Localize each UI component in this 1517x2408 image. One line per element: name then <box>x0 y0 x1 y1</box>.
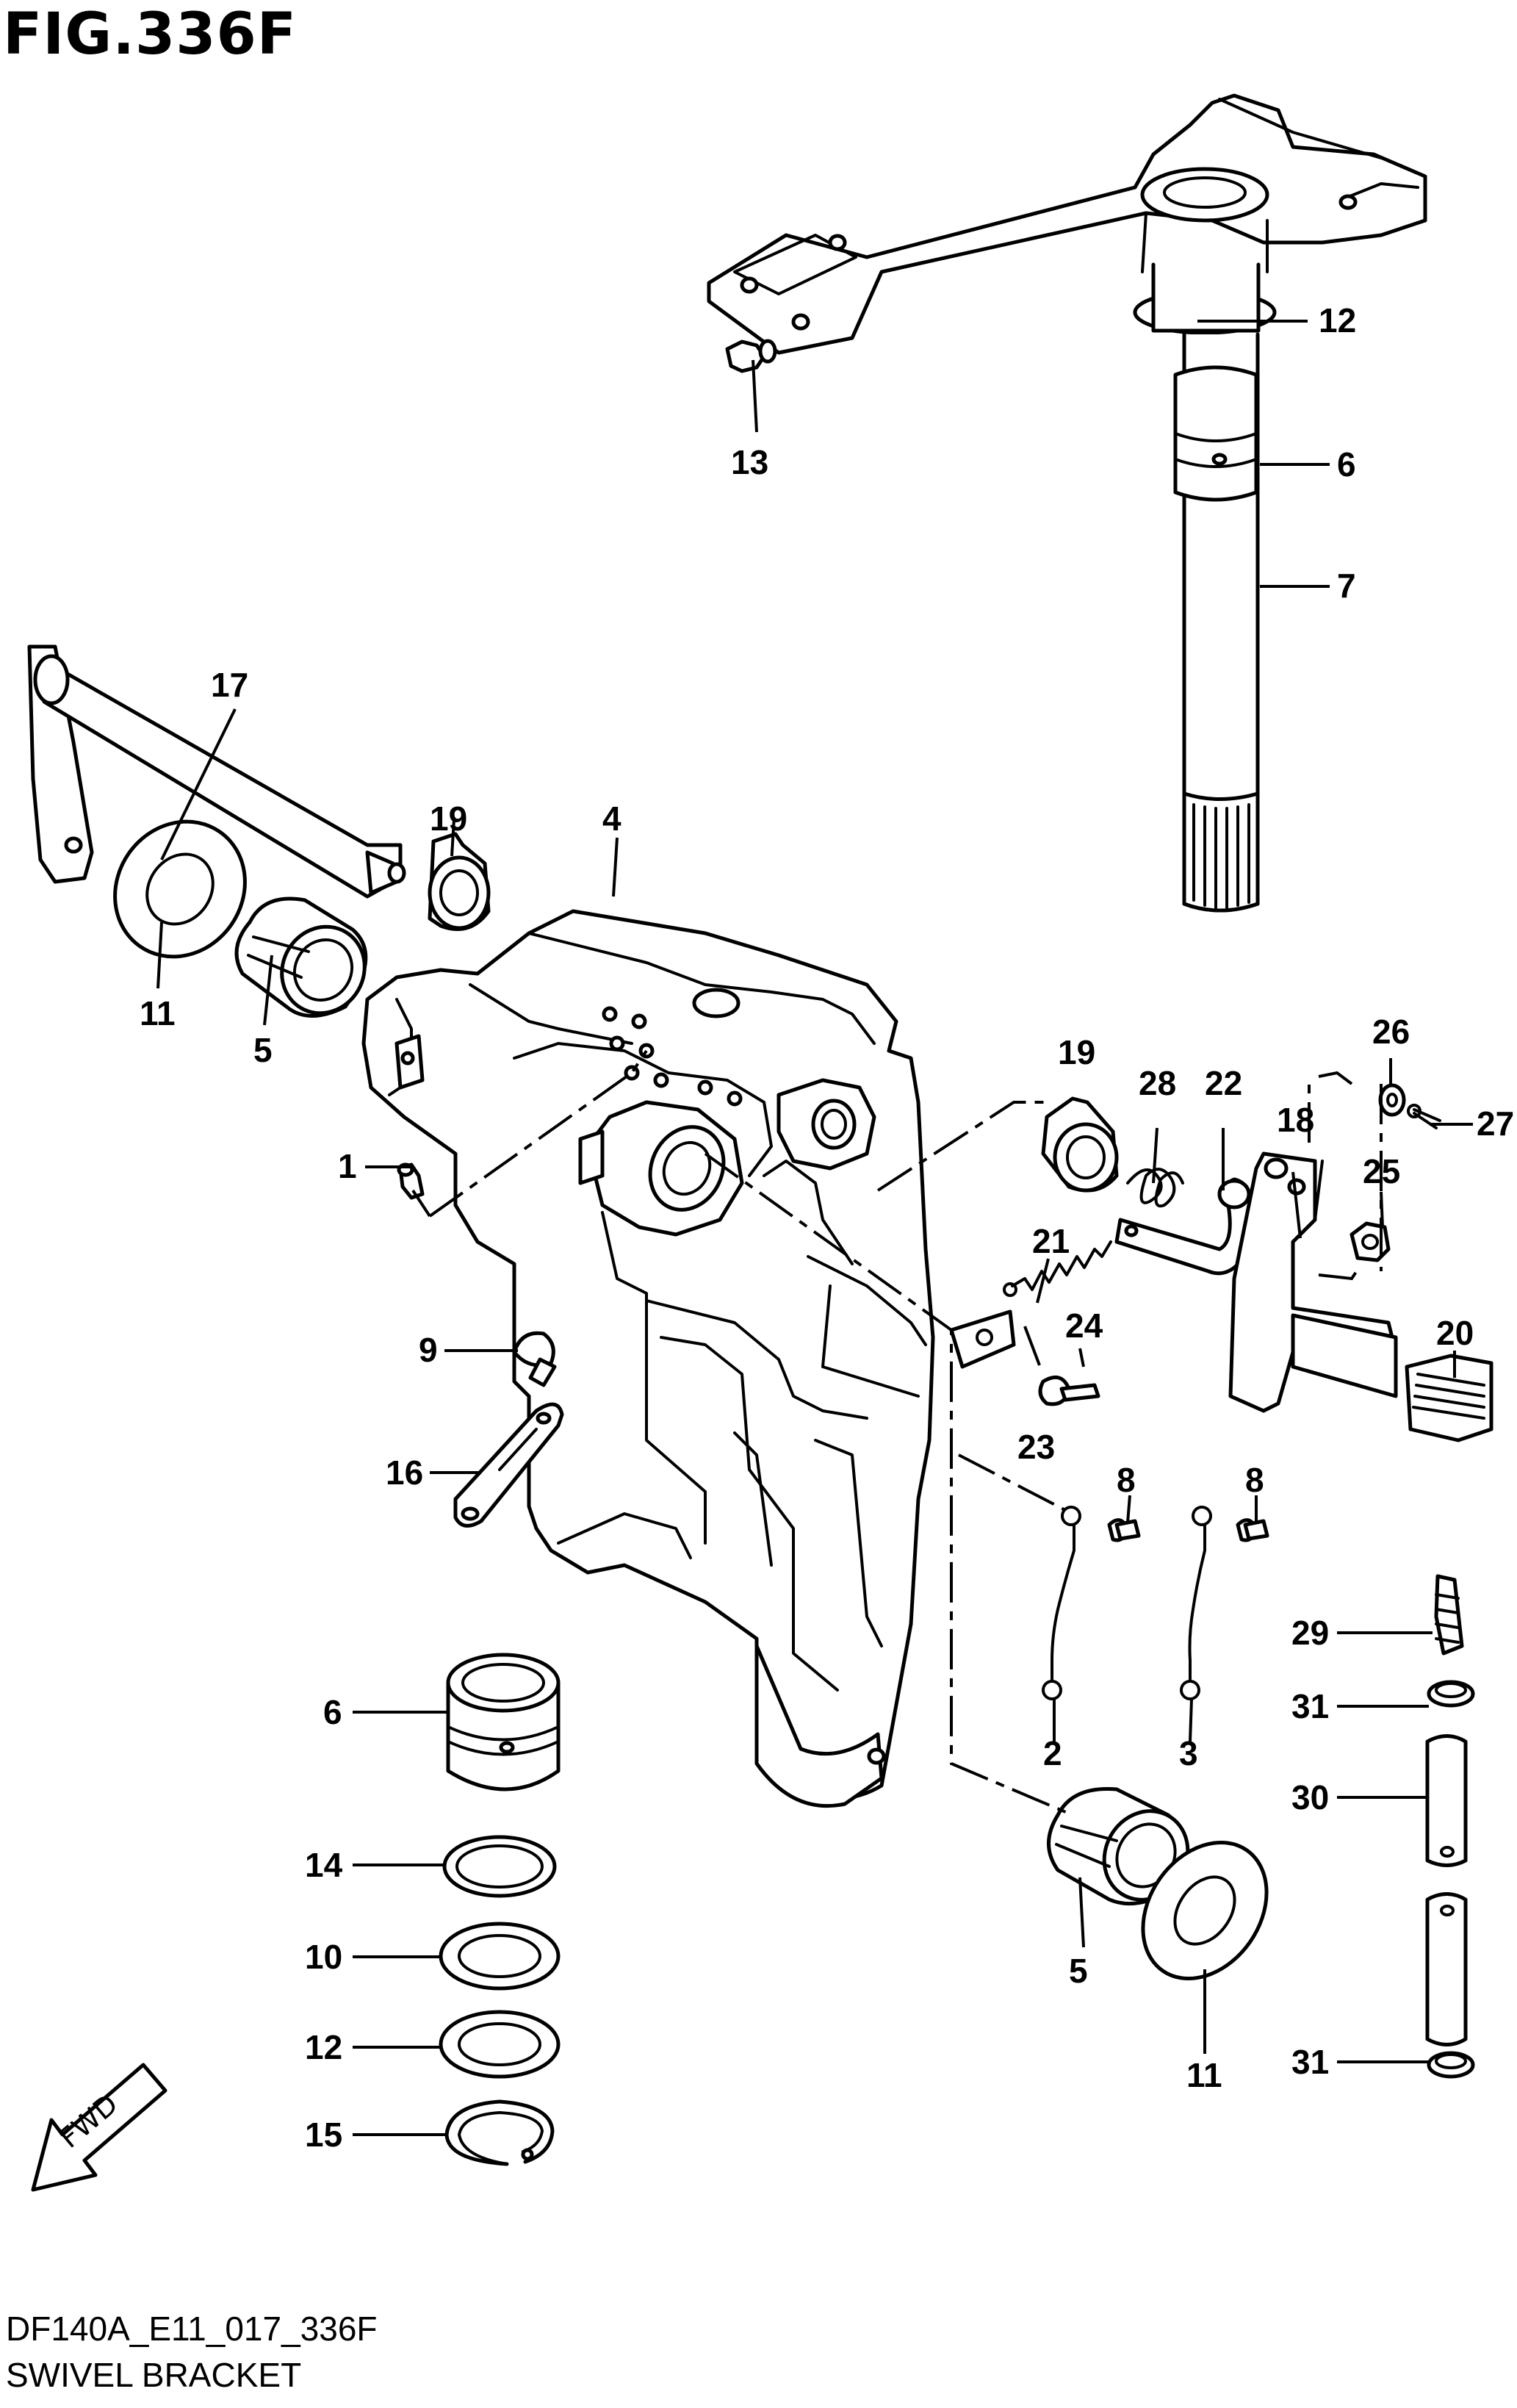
steering-shaft-7 <box>1151 262 1261 913</box>
callout-9: 9 <box>419 1331 438 1369</box>
callout-23: 23 <box>1017 1428 1055 1466</box>
callout-6: 6 <box>323 1693 342 1731</box>
clip-23 <box>949 1309 1016 1369</box>
washer-11-left <box>113 819 247 959</box>
nut-25 <box>1350 1221 1391 1262</box>
washer-11-right <box>1141 1840 1269 1981</box>
lever-22 <box>1114 1177 1252 1276</box>
callout-8: 8 <box>1117 1461 1136 1499</box>
callout-1: 1 <box>338 1147 357 1185</box>
clamp-31-upper <box>1427 1680 1475 1708</box>
callout-30: 30 <box>1291 1778 1329 1816</box>
callout-28: 28 <box>1139 1064 1176 1102</box>
callout-24: 24 <box>1065 1307 1103 1345</box>
fitting-29 <box>1434 1574 1464 1656</box>
figure-code: DF140A_E11_017_336F <box>6 2310 378 2348</box>
clamp-31-lower <box>1427 2051 1475 2079</box>
callout-11: 11 <box>140 994 176 1032</box>
callout-20: 20 <box>1436 1314 1474 1352</box>
callout-4: 4 <box>602 799 621 838</box>
grease-nipple-1 <box>397 1162 425 1200</box>
pin-13 <box>725 339 777 373</box>
bolt-8-right <box>1236 1518 1269 1542</box>
callout-15: 15 <box>305 2116 342 2154</box>
figure-name: SWIVEL BRACKET <box>6 2356 302 2394</box>
callout-7: 7 <box>1337 567 1356 605</box>
callout-16: 16 <box>386 1453 423 1492</box>
spring-21 <box>1003 1240 1112 1297</box>
callout-27: 27 <box>1477 1104 1514 1143</box>
washer-14 <box>442 1835 557 1898</box>
callout-2: 2 <box>1043 1734 1062 1772</box>
callout-11: 11 <box>1186 2056 1222 2094</box>
fwd-arrow-icon: FWD <box>31 2063 167 2192</box>
callout-31: 31 <box>1291 1687 1329 1725</box>
callout-17: 17 <box>211 666 248 704</box>
bush-6-top <box>1173 365 1258 502</box>
callout-leaders <box>156 320 1473 2136</box>
swivel-bracket-4 <box>361 909 935 1808</box>
callout-3: 3 <box>1179 1734 1198 1772</box>
bolt-24 <box>1038 1375 1100 1406</box>
washer-10 <box>439 1922 561 1991</box>
grip-20 <box>1405 1354 1493 1442</box>
spring-28 <box>1126 1168 1184 1208</box>
callout-12: 12 <box>305 2028 342 2066</box>
callout-19: 19 <box>1058 1033 1095 1071</box>
callout-26: 26 <box>1372 1013 1410 1051</box>
callout-22: 22 <box>1205 1064 1242 1102</box>
figure-title: FIG.336F <box>3 1 298 68</box>
bush-5-left <box>234 896 368 1018</box>
callout-25: 25 <box>1363 1152 1400 1190</box>
callout-19: 19 <box>430 799 467 838</box>
callout-6: 6 <box>1337 445 1356 484</box>
hose-30 <box>1425 1734 1468 2046</box>
callout-8: 8 <box>1245 1461 1264 1499</box>
callout-10: 10 <box>305 1938 342 1976</box>
callout-numbers: 12 13 6 7 17 19 4 11 5 1 9 16 19 28 22 2… <box>140 301 1514 2154</box>
tilt-shaft-17 <box>27 644 406 899</box>
bush-19-upper <box>428 832 491 931</box>
assembly-lines <box>428 1049 1383 1816</box>
bush-6-lower <box>446 1653 561 1791</box>
bolt-9 <box>512 1331 557 1387</box>
callout-5: 5 <box>253 1031 273 1069</box>
callout-14: 14 <box>305 1846 343 1884</box>
callout-18: 18 <box>1277 1101 1314 1139</box>
callout-21: 21 <box>1032 1222 1070 1260</box>
plate-16 <box>453 1402 564 1528</box>
callout-5: 5 <box>1069 1952 1088 1990</box>
bolt-8-left <box>1107 1518 1141 1542</box>
lead-wire-2 <box>1042 1506 1081 1700</box>
bush-19-right <box>1041 1096 1119 1193</box>
callout-31: 31 <box>1291 2043 1329 2081</box>
washer-12-lower <box>439 2010 561 2079</box>
lever-18 <box>1228 1151 1398 1413</box>
washer-26 <box>1378 1083 1406 1117</box>
circlip-15 <box>444 2099 555 2166</box>
steering-arm <box>707 93 1427 355</box>
lead-wire-3 <box>1180 1506 1212 1700</box>
callout-13: 13 <box>731 443 768 481</box>
callout-12: 12 <box>1319 301 1356 339</box>
callout-29: 29 <box>1291 1614 1329 1652</box>
